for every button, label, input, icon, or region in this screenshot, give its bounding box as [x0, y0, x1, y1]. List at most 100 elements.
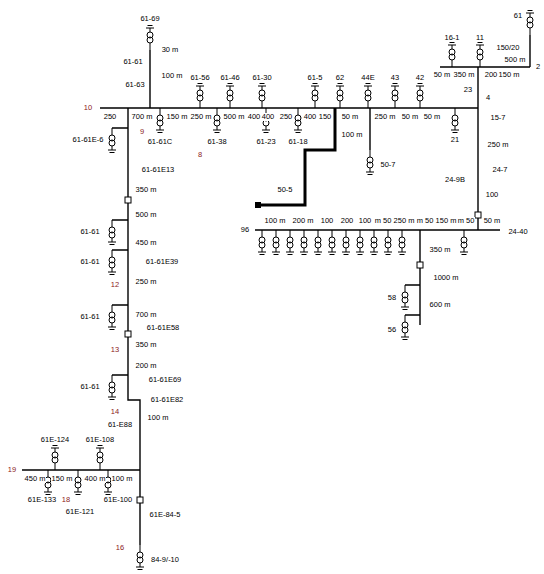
- switch-symbol: [475, 212, 481, 218]
- section-number: 18: [61, 496, 71, 504]
- feeder-label: 50 m: [401, 113, 420, 121]
- feeder-label: 50-7: [379, 161, 396, 169]
- feeder-label: 150 m: [51, 475, 74, 483]
- feeder-label: 1000 m: [432, 274, 459, 282]
- feeder-label: 61-61E13: [141, 166, 176, 174]
- section-number: 19: [7, 466, 17, 474]
- transformer-symbol: [314, 230, 322, 255]
- feeder-label: 100: [358, 217, 373, 225]
- feeder-label: 700 m: [131, 113, 154, 121]
- feeder-label: 56: [387, 326, 397, 334]
- transformer-symbol: [300, 230, 308, 255]
- transformer-symbol: [108, 375, 116, 400]
- feeder-label: 61: [513, 12, 523, 20]
- feeder-label: 200 m: [135, 362, 158, 370]
- feeder-label: 61E-121: [65, 508, 95, 516]
- feeder-label: m 50: [416, 217, 435, 225]
- feeder-label: 200: [484, 71, 499, 79]
- switch-symbol: [255, 202, 261, 208]
- feeder-label: 600 m: [429, 301, 452, 309]
- feeder-label: 200 m: [292, 217, 315, 225]
- feeder-label: 400: [261, 113, 276, 121]
- feeder-label: 61-61: [79, 258, 100, 266]
- transformer-symbol: [451, 108, 459, 133]
- feeder-label: 24-7: [491, 166, 508, 174]
- feeder-label: 350 m: [453, 71, 476, 79]
- feeder-label: 61-61C: [147, 138, 174, 146]
- feeder-label: 350 m: [135, 341, 158, 349]
- section-number: 10: [83, 104, 93, 112]
- feeder-label: 61E-124: [40, 436, 70, 444]
- transformer-symbol: [336, 84, 344, 109]
- feeder-label: 250: [279, 113, 294, 121]
- feeder-label: 61E-100: [103, 496, 133, 504]
- feeder-line: [22, 35, 530, 545]
- feeder-label: 61-61: [79, 383, 100, 391]
- transformer-symbol: [391, 84, 399, 109]
- feeder-label: 61-61E39: [145, 258, 180, 266]
- transformer-symbol: [401, 285, 409, 310]
- feeder-label: 61-38: [206, 138, 227, 146]
- feeder-label: 61E-84-5: [149, 511, 182, 519]
- feeder-label: 61E-108: [85, 436, 115, 444]
- transformer-symbol: [460, 230, 468, 255]
- feeder-label: 100: [485, 191, 500, 199]
- transformer-symbol: [156, 108, 164, 133]
- feeder-label: 250 m: [487, 141, 510, 149]
- feeder-label: 61-61: [79, 228, 100, 236]
- switch-symbol: [125, 197, 131, 203]
- section-number: 16: [115, 544, 125, 552]
- transformer-symbol: [196, 84, 204, 109]
- feeder-label: 61-61: [79, 313, 100, 321]
- feeder-label: 50 m: [483, 217, 502, 225]
- transformer-symbol: [370, 230, 378, 255]
- feeder-label: 100 m: [264, 217, 287, 225]
- feeder-label: 400: [303, 113, 318, 121]
- transformer-symbol: [258, 230, 266, 255]
- feeder-label: 500 m: [223, 113, 246, 121]
- transformer-symbol: [398, 230, 406, 255]
- feeder-label: 96: [240, 226, 250, 234]
- section-number: 9: [139, 128, 145, 136]
- feeder-label: 500 m: [504, 56, 527, 64]
- switch-symbol: [417, 262, 423, 268]
- feeder-label: 61-61: [122, 58, 143, 66]
- transformer-symbol: [108, 250, 116, 275]
- feeder-label: 61-23: [255, 138, 276, 146]
- feeder-label: 100: [320, 217, 335, 225]
- section-number: 12: [110, 281, 120, 289]
- feeder-label: 250 m: [374, 113, 397, 121]
- transformer-symbol: [286, 230, 294, 255]
- feeder-label: m 50: [374, 217, 393, 225]
- feeder-label: 250 m: [135, 278, 158, 286]
- feeder-label: 42: [415, 74, 425, 82]
- feeder-label: 700 m: [135, 311, 158, 319]
- feeder-label: 450 m: [24, 475, 47, 483]
- transformer-symbol: [213, 108, 221, 133]
- transformer-symbol: [364, 84, 372, 109]
- feeder-label: 61E-133: [27, 496, 57, 504]
- feeder-label: 61-56: [189, 74, 210, 82]
- transformer-symbol: [384, 230, 392, 255]
- section-number: 8: [197, 151, 203, 159]
- transformer-symbol: [342, 230, 350, 255]
- feeder-label: 250 m: [190, 113, 213, 121]
- feeder-label: 61-63: [124, 81, 145, 89]
- feeder-label: 100 m: [161, 72, 184, 80]
- switch-symbol: [125, 331, 131, 337]
- feeder-label: 61-5: [306, 74, 323, 82]
- feeder-label: 50 m: [433, 71, 452, 79]
- feeder-label: 61-69: [139, 15, 160, 23]
- feeder-label: 200: [340, 217, 355, 225]
- feeder-label: 250: [103, 113, 118, 121]
- feeder-label: 61-61E82: [150, 396, 185, 404]
- feeder-label: 150/20: [496, 44, 521, 52]
- feeder-label: 500 m: [135, 211, 158, 219]
- transformer-symbol: [448, 43, 456, 68]
- feeder-label: 15-7: [489, 114, 506, 122]
- feeder-label: 21: [450, 136, 460, 144]
- feeder-label: 61-E88: [107, 421, 133, 429]
- feeder-label: 84-9/-10: [150, 556, 180, 564]
